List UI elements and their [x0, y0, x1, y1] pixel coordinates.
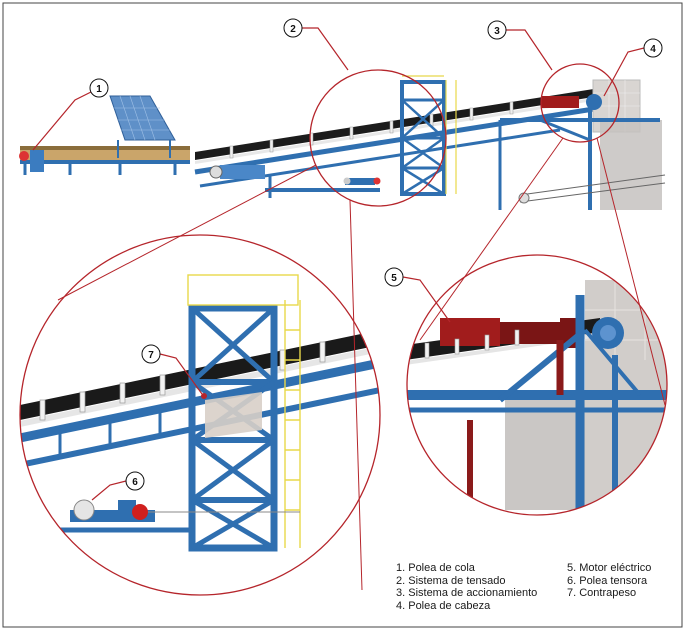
overview-conveyor — [19, 75, 666, 210]
legend-item-4: 4. Polea de cabeza — [396, 599, 491, 612]
callout-4-label: 4 — [650, 44, 656, 55]
callout-markers: 1 2 3 4 5 6 7 — [32, 18, 663, 501]
callout-7 — [141, 344, 161, 364]
legend-item-5: 5. Motor eléctrico — [567, 562, 652, 574]
callout-7-label: 7 — [148, 350, 154, 361]
callout-1 — [89, 78, 109, 98]
callout-3 — [487, 20, 507, 40]
detail-circle-2 — [309, 69, 447, 207]
legend-item-3: 3. Sistema de accionamiento — [396, 587, 538, 599]
callout-6-label: 6 — [132, 477, 138, 488]
callout-5 — [384, 267, 404, 287]
legend-item-2: 2. Sistema de tensado — [396, 574, 506, 587]
legend-left: 1. Polea de cola 2. Sistema de tensado 3… — [396, 562, 537, 612]
zoom-circle-right — [406, 254, 668, 516]
callout-6 — [125, 471, 145, 491]
callout-2 — [283, 18, 303, 38]
head-structure — [498, 79, 666, 210]
tail-pulley-icon — [19, 151, 29, 161]
zoom-drive-system — [407, 255, 667, 515]
legend-right: 5. Motor eléctrico 6. Polea tensora 7. C… — [567, 562, 651, 600]
legend-item-6: 6. Polea tensora — [567, 574, 648, 587]
callout-4 — [643, 38, 663, 58]
callout-2-label: 2 — [290, 24, 296, 35]
zoom-tensioning-system — [20, 235, 380, 595]
tail-section — [19, 95, 190, 175]
callout-1-label: 1 — [96, 84, 102, 95]
legend-item-1: 1. Polea de cola — [396, 562, 475, 574]
callout-3-label: 3 — [494, 26, 500, 37]
inclined-belt — [194, 88, 601, 198]
zoom-circle-left — [19, 234, 381, 596]
callout-5-label: 5 — [391, 273, 397, 284]
detail-circle-3 — [540, 63, 620, 143]
tensioning-tower — [400, 75, 457, 196]
connector-lines — [57, 137, 666, 591]
legend-item-7: 7. Contrapeso — [567, 587, 637, 599]
